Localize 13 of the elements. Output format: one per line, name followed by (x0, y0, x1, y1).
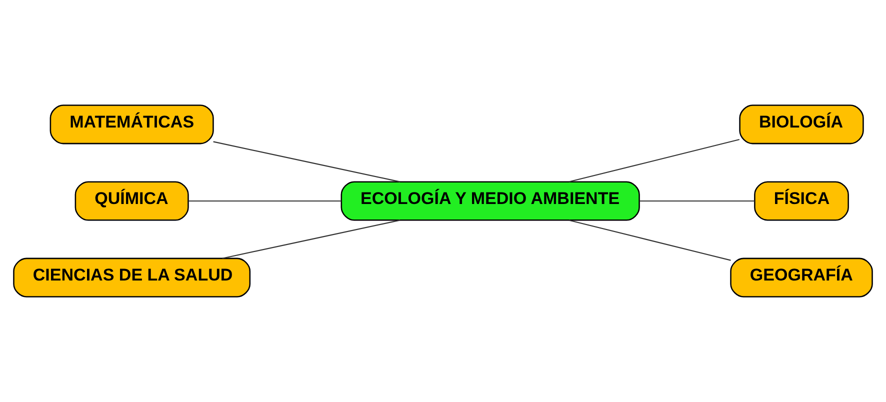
node-box: CIENCIAS DE LA SALUD (13, 258, 251, 298)
connector (568, 220, 731, 261)
connector (640, 200, 755, 202)
node-box: QUÍMICA (74, 181, 189, 221)
node-box: BIOLOGÍA (739, 104, 864, 144)
node-box: MATEMÁTICAS (50, 104, 214, 144)
connector (568, 139, 740, 182)
node-box: FÍSICA (754, 181, 849, 221)
connector (222, 220, 400, 259)
connector (188, 200, 342, 202)
connector (213, 141, 400, 182)
node-box: GEOGRAFÍA (730, 258, 873, 298)
node-box: ECOLOGÍA Y MEDIO AMBIENTE (340, 181, 640, 221)
